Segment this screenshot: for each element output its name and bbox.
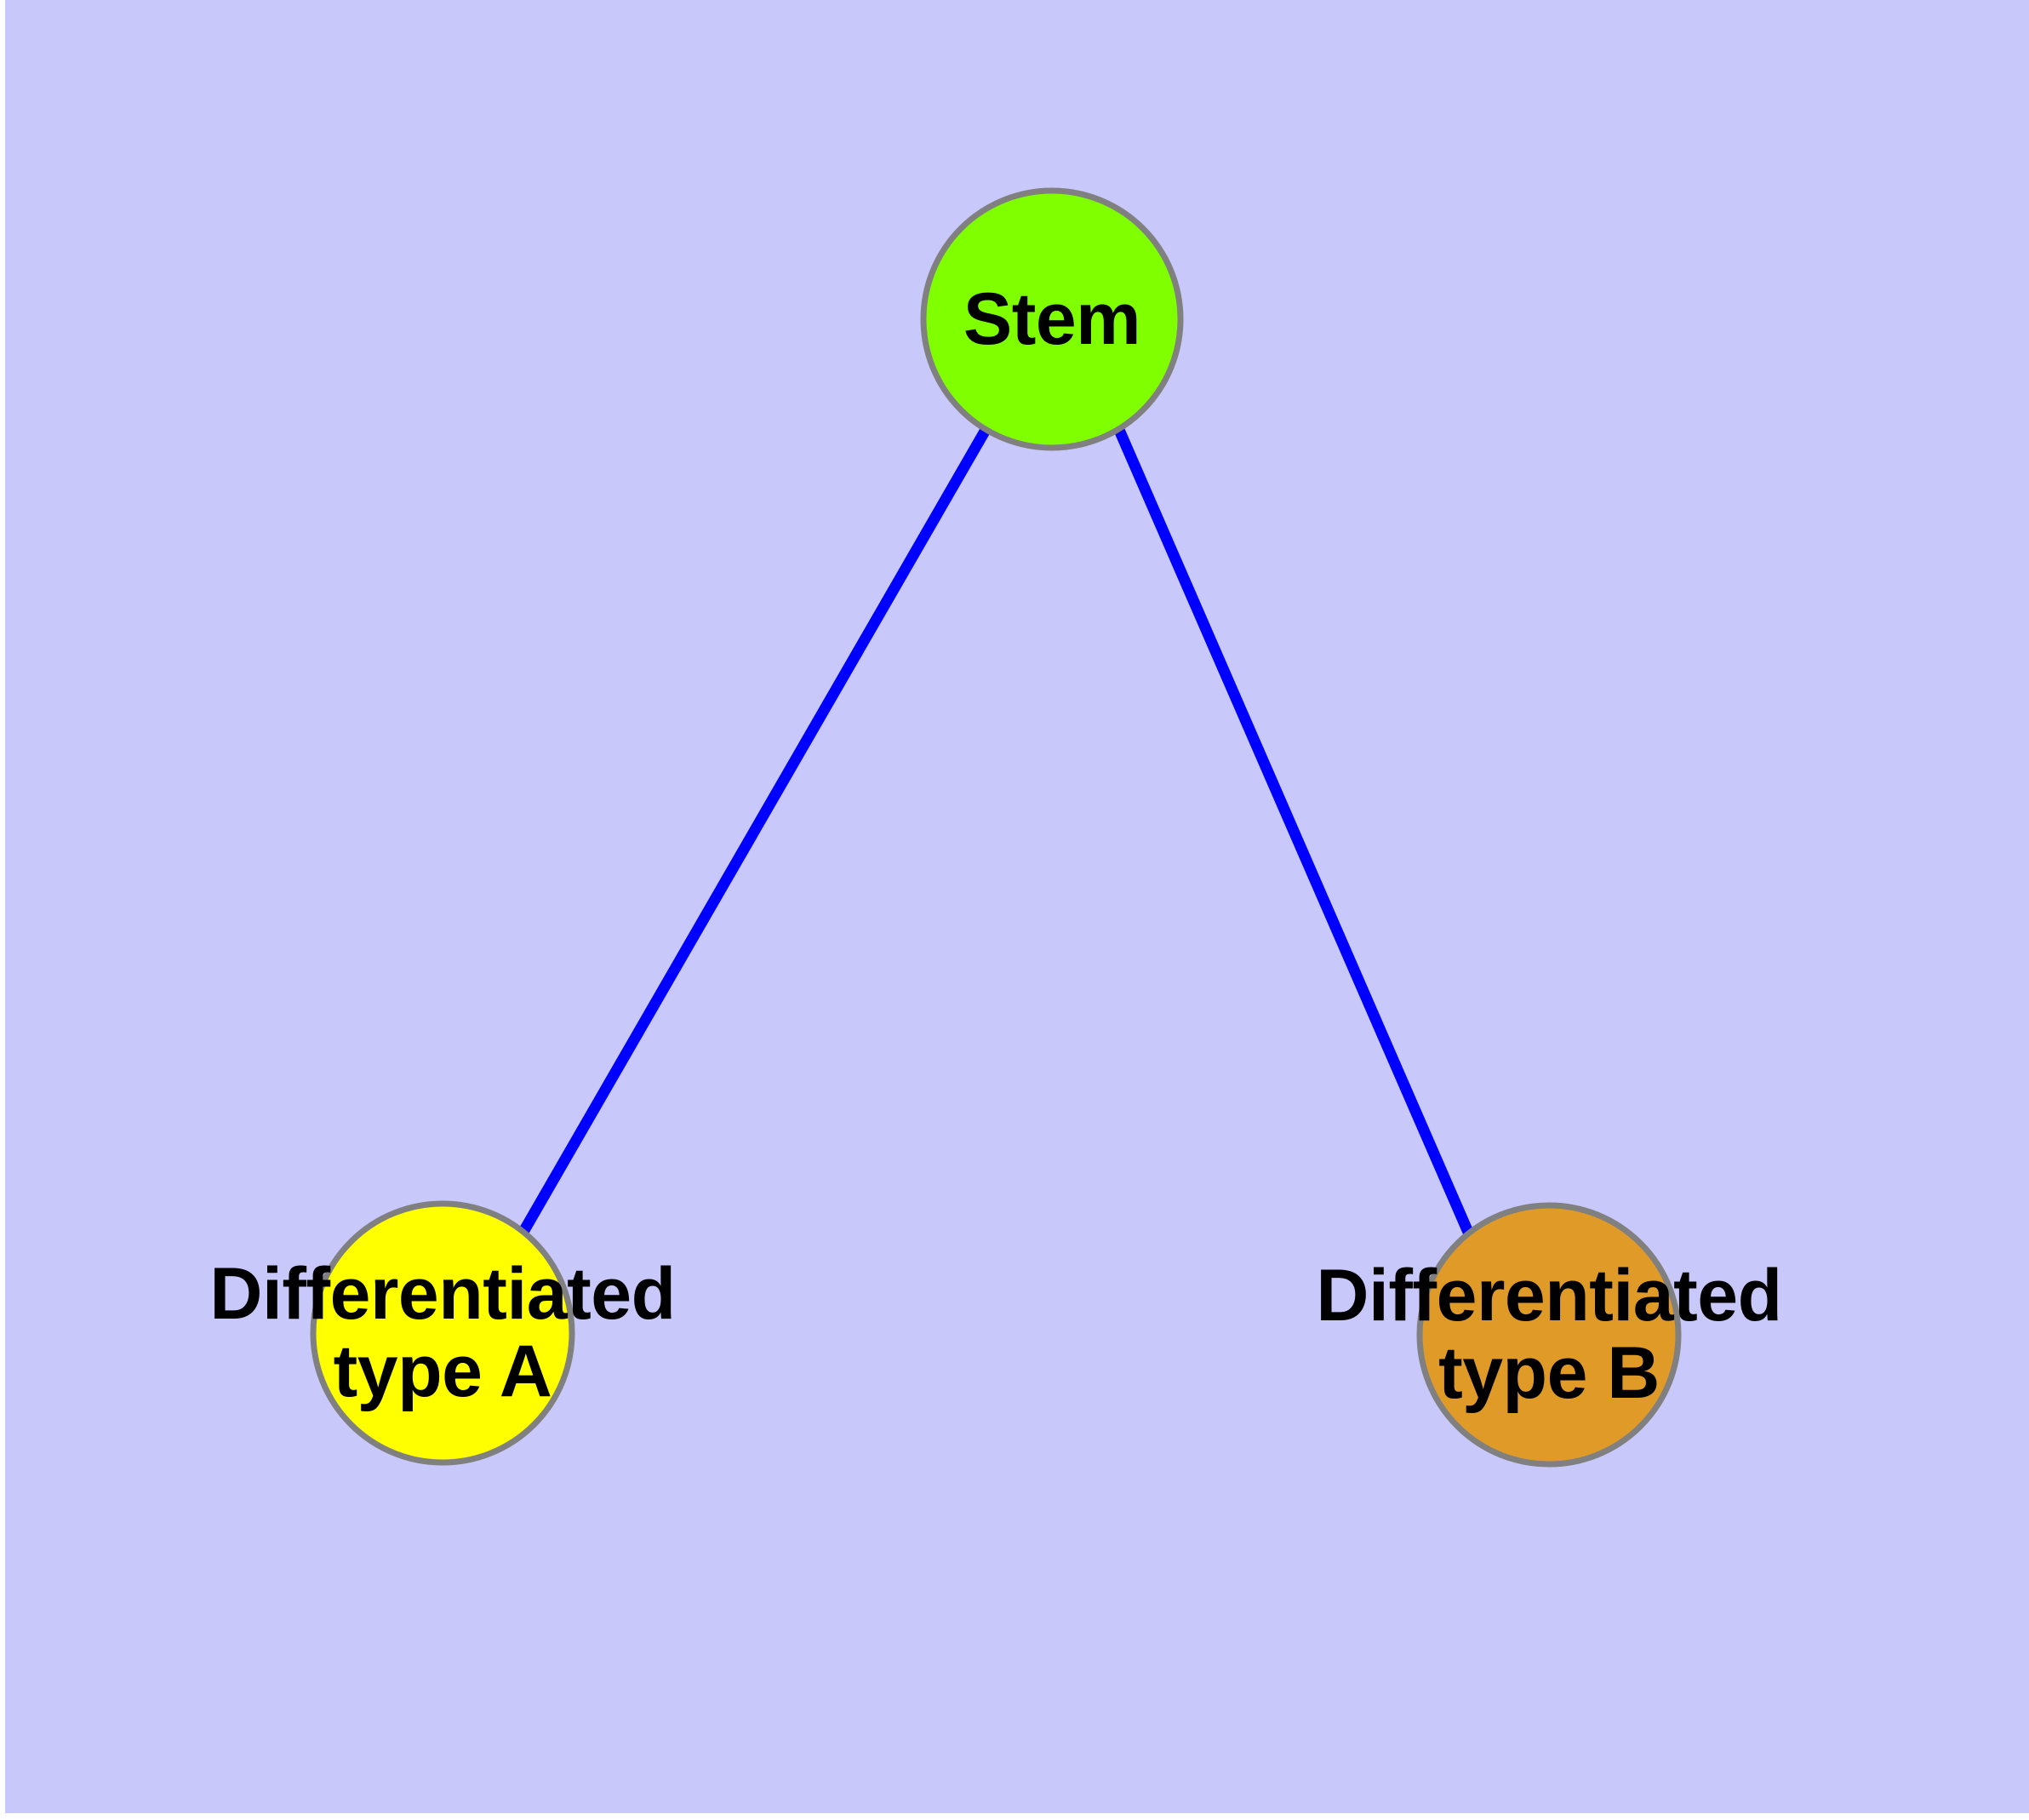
node-stem[interactable] bbox=[920, 187, 1184, 451]
edge-stem-to-differentiated-type-a bbox=[518, 426, 991, 1235]
edge-stem-to-differentiated-type-b bbox=[1114, 427, 1475, 1239]
node-layer bbox=[310, 187, 1682, 1468]
edge-layer bbox=[518, 426, 1475, 1239]
node-differentiated-type-a[interactable] bbox=[310, 1200, 575, 1466]
node-differentiated-type-b[interactable] bbox=[1416, 1202, 1682, 1468]
